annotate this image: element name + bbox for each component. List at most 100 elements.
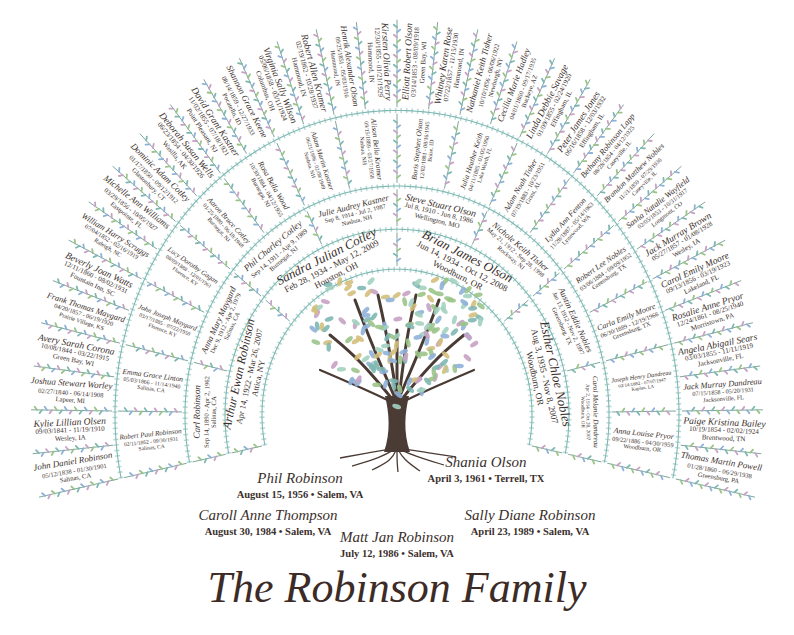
tree-leaf <box>431 368 437 378</box>
family-title: The Robinson Family <box>0 562 794 613</box>
vine-leaves <box>571 232 601 262</box>
vine-leaves <box>622 408 664 412</box>
ancestor-band: Kirsten Olivia Perry12/30/1855 - 01/21/1… <box>364 21 394 104</box>
ring-arc-leaves <box>225 229 569 453</box>
vine-leaves <box>136 466 177 479</box>
vine-stem <box>444 121 458 188</box>
vine-leaves <box>155 283 191 306</box>
vine-leaves <box>518 304 520 308</box>
tree-leaf <box>393 316 403 322</box>
vine-leaves <box>701 444 744 451</box>
vine-leaves <box>316 227 318 231</box>
tree-leaf <box>405 338 412 348</box>
vine-leaves <box>148 284 187 305</box>
vine-leaves <box>271 301 286 318</box>
birthplace: Boise, ID <box>427 139 436 162</box>
tree-leaf <box>405 385 415 394</box>
ancestor-band: Steve Stuart OlsonJul 8, 1910 - Jun 8, 1… <box>401 192 479 234</box>
tree-leaf <box>367 319 377 329</box>
vine-leaves <box>394 35 397 97</box>
tree-leaf <box>441 350 451 360</box>
vine-leaves <box>444 137 455 179</box>
vine-leaves <box>394 244 397 246</box>
ancestor-band: Adam Martin Kastner06/21/1886 - 02/08/19… <box>297 131 334 196</box>
vine-leaves <box>537 280 556 294</box>
ancestor-band: Paige Kristina Bailey10/19/1854 - 02/02/… <box>682 415 765 444</box>
tree-leaf <box>444 295 454 302</box>
vine-leaves <box>627 411 669 415</box>
vine-leaves <box>541 180 566 216</box>
vine-leaves <box>244 447 247 450</box>
vine-leaves <box>214 368 217 371</box>
tree-leaf <box>402 297 408 307</box>
tree-leaf <box>375 324 385 330</box>
vine-leaves <box>508 305 527 319</box>
tree-leaf <box>321 324 331 334</box>
ring-arc-leaves <box>185 186 609 463</box>
tree-leaf <box>326 342 331 351</box>
ancestor-band: John Joseph Maygard03/17/1885 - 07/22/19… <box>132 304 197 345</box>
vine-leaves <box>278 314 282 317</box>
ancestor-band: Angela Abigail Sears03/03/1855 - 11/11/1… <box>676 331 761 372</box>
tree-leaf <box>468 305 478 311</box>
vine-leaves <box>572 365 595 373</box>
tree-leaf <box>434 315 443 325</box>
tree-leaf <box>441 365 449 375</box>
tree-leaf <box>401 289 411 297</box>
tree-leaf <box>344 279 354 286</box>
tree-leaf <box>351 318 361 327</box>
tree-leaf <box>372 382 381 387</box>
vine-leaves <box>196 235 226 265</box>
life-dates: Sep 14, 1890 - Apr 2, 1962 <box>202 376 210 448</box>
tree-leaf <box>425 302 432 312</box>
ancestor-band: Elliott Robert Olson03/14/1853 - 08/09/1… <box>400 21 430 104</box>
tree-branch <box>330 335 393 400</box>
tree-leaf <box>432 306 441 316</box>
tree-leaf <box>405 377 413 387</box>
vine-leaves <box>242 276 257 293</box>
vine-leaves <box>394 254 397 256</box>
vine-leaves <box>575 233 609 260</box>
tree-leaf <box>364 288 373 298</box>
vine-stem <box>39 479 118 497</box>
vine-leaves <box>446 143 458 184</box>
tree-leaf <box>416 387 426 393</box>
tree-leaf <box>311 338 321 346</box>
vine-leaves <box>156 289 195 310</box>
vine-leaves <box>230 192 258 224</box>
vine-leaves <box>397 249 400 251</box>
vine-leaves <box>201 361 222 370</box>
vine-leaves <box>50 410 92 414</box>
vine-leaves <box>181 229 215 256</box>
vine-leaves <box>582 367 585 370</box>
tree-leaf <box>324 315 334 322</box>
ancestor-band: Anna Louise Pryor09/22/1886 - 04/30/1959… <box>611 427 675 455</box>
ancestor-band: Robert Paul Robinson02/11/1862 - 09/30/1… <box>119 428 183 454</box>
ancestor-band: Carol Melanie DandreauApr 2, 1914 - Oct … <box>579 375 599 449</box>
ancestor-band: Adam Noah Tisher07/19/1883 - 10/23/1951G… <box>502 156 552 221</box>
vine-leaves <box>492 156 510 196</box>
tree-leaf <box>394 390 404 399</box>
tree-leaf <box>430 276 440 284</box>
ancestor-band: Jack Murray Dandreau07/15/1858 - 05/20/1… <box>681 376 764 404</box>
ancestor-band: Boris Stephen Olson12/02/1881 - 08/16/19… <box>411 118 438 182</box>
tree-leaf <box>451 315 458 325</box>
vine-leaves <box>690 482 750 499</box>
tree-leaf <box>415 321 425 326</box>
vine-stem <box>124 463 187 477</box>
vine-leaves <box>242 282 246 285</box>
vine-stem <box>676 479 755 497</box>
tree-leaf <box>414 310 424 318</box>
tree-trunk <box>384 396 410 452</box>
vine-stem <box>606 345 668 361</box>
vine-leaves <box>40 410 102 414</box>
person-name: Carol Melanie Dandreau <box>590 376 599 448</box>
tree-leaf <box>427 352 437 361</box>
vine-leaves <box>215 457 217 461</box>
tree-leaf <box>426 294 435 304</box>
ancestor-band: Julia Heather Keith04/11/1885 - 01/05/19… <box>459 130 498 195</box>
vine-leaves <box>702 407 744 411</box>
vine-leaves <box>312 218 322 240</box>
birthplace: Lapeer, MI <box>55 394 85 403</box>
tree-leaf <box>455 364 464 369</box>
